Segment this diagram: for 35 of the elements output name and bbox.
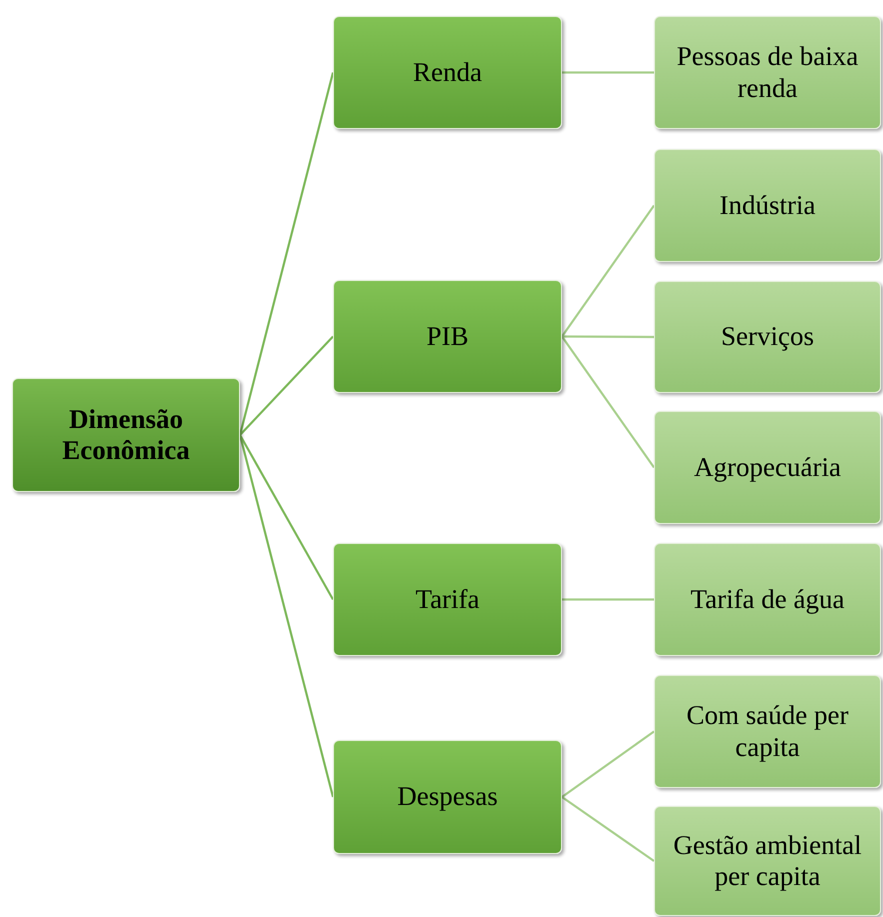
node-label: Pessoas de baixa renda [676,41,860,104]
node-label: Tarifa de água [690,584,844,616]
connector-line [562,598,654,601]
category-box [333,280,562,393]
node-label: Serviços [721,321,814,353]
item-box [654,281,881,393]
connector-line [238,72,334,436]
item-box [654,675,881,788]
connector-line [562,335,654,338]
category-box [333,16,562,129]
node-label: PIB [426,320,469,352]
node-label: Agropecuária [694,452,841,484]
connector-line [562,71,654,74]
item-box [654,16,881,129]
node-label: Renda [413,56,482,88]
connector-line [238,434,334,798]
node-label: Dimensão Econômica [61,404,191,466]
connector-line [561,204,655,338]
node-label: Com saúde per capita [686,700,850,763]
item-box [654,806,881,916]
connector-line [561,796,655,862]
node-label: Tarifa [415,584,480,616]
category-box [333,543,562,656]
item-box [654,411,881,524]
item-box [654,149,881,262]
item-box [654,543,881,656]
connector-line [561,336,655,468]
root-box [12,378,240,492]
connector-line [239,434,334,600]
node-label: Gestão ambiental per capita [672,830,863,892]
category-box [333,740,562,854]
connector-line [561,730,655,798]
node-label: Despesas [397,781,498,813]
node-label: Indústria [720,190,816,222]
connector-line [239,336,334,436]
